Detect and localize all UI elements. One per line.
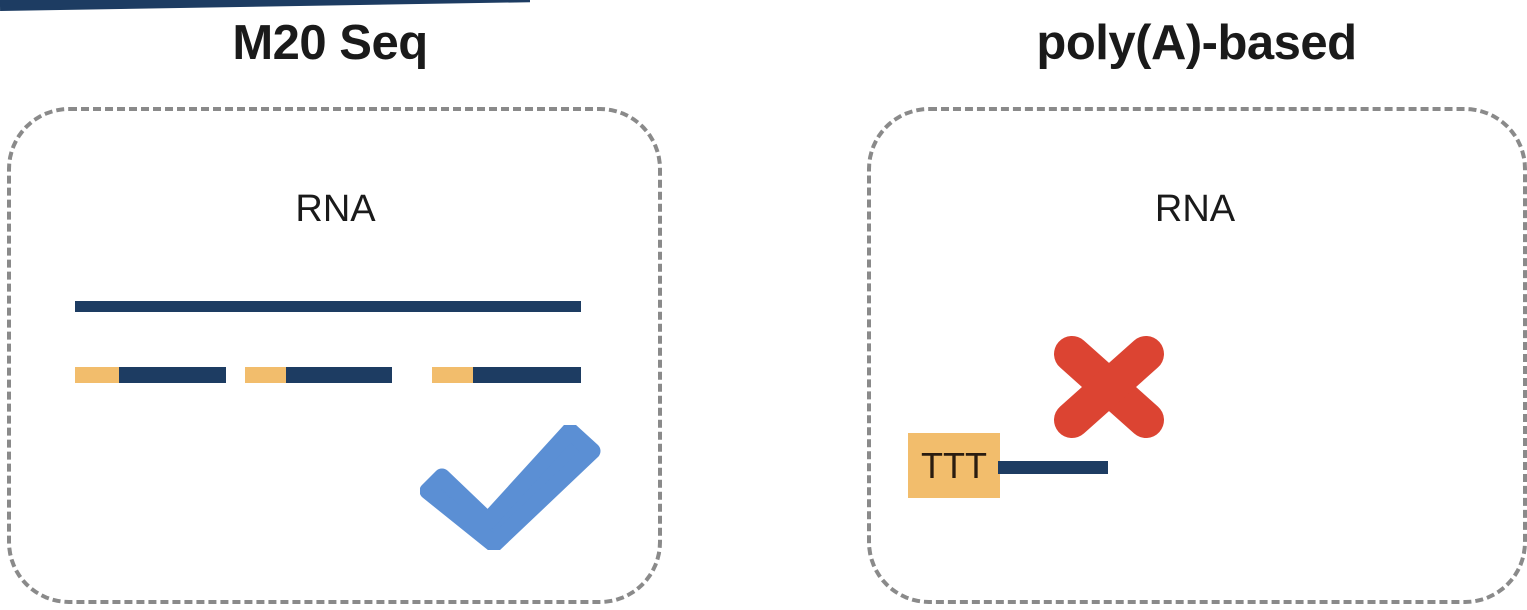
oligo-dt-primer-box <box>908 433 1000 498</box>
rna-template-strand-m20-seq <box>75 301 581 312</box>
random-primer-segment-1 <box>75 367 119 383</box>
panel-box-poly-a-based <box>867 107 1527 604</box>
oligo-dt-primer-label: TTT <box>921 445 987 486</box>
panel-title-poly-a-based: poly(A)-based <box>1036 16 1357 70</box>
check-icon <box>420 425 601 550</box>
panel-title-m20-seq: M20 Seq <box>232 16 428 70</box>
rna-label-m20-seq: RNA <box>295 188 376 230</box>
cdna-extension-segment-1 <box>119 367 226 383</box>
cdna-extension-segment-3 <box>473 367 581 383</box>
oligo-dt-cdna-extension <box>998 461 1108 474</box>
random-primer-segment-2 <box>245 367 286 383</box>
segmented-strand-row-m20-seq <box>0 367 660 383</box>
cross-icon <box>1054 336 1164 438</box>
panel-box-m20-seq <box>7 107 662 604</box>
rna-template-strand-poly-a-based <box>0 0 531 11</box>
cdna-extension-segment-2 <box>286 367 392 383</box>
rna-label-poly-a-based: RNA <box>1154 188 1236 230</box>
random-primer-segment-3 <box>432 367 473 383</box>
